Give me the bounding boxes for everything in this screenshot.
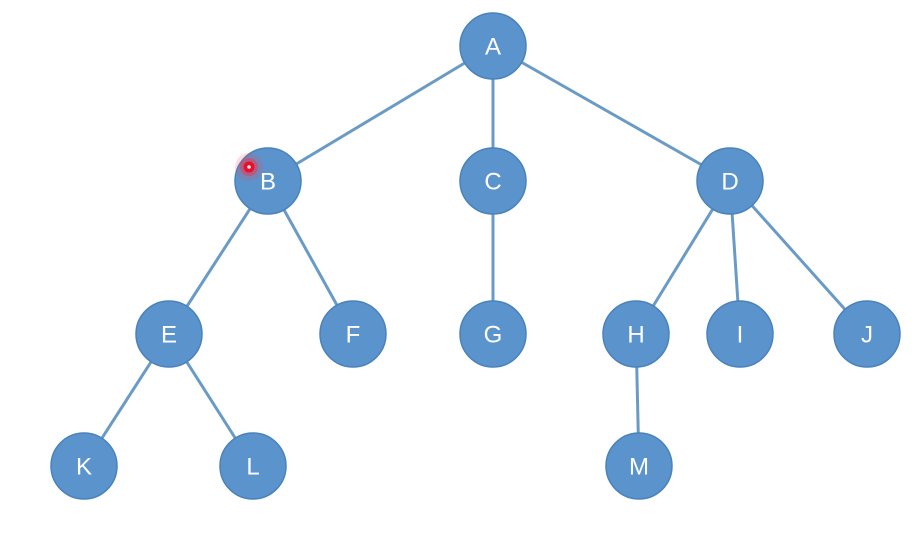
- edge-a-b: [266, 44, 495, 183]
- node-circle: [602, 300, 670, 368]
- node-circle: [459, 12, 527, 80]
- node-l: L: [219, 432, 287, 500]
- node-label: L: [246, 454, 259, 481]
- node-circle: [459, 300, 527, 368]
- node-label: H: [627, 322, 644, 349]
- edge-a-d: [491, 44, 732, 183]
- nodes-layer: A B C D E F G H I J K L M: [50, 12, 901, 500]
- node-label: I: [737, 322, 744, 349]
- node-j: J: [833, 300, 901, 368]
- node-i: I: [706, 300, 774, 368]
- node-f: F: [319, 300, 387, 368]
- node-m: M: [605, 432, 673, 500]
- node-circle: [833, 300, 901, 368]
- edge-d-j: [728, 179, 869, 336]
- node-label: A: [485, 34, 501, 61]
- node-label: K: [76, 454, 92, 481]
- cursor-pointer-icon: [235, 153, 263, 181]
- node-label: M: [629, 454, 649, 481]
- node-circle: [459, 147, 527, 215]
- node-circle: [319, 300, 387, 368]
- node-g: G: [459, 300, 527, 368]
- node-d: D: [696, 147, 764, 215]
- node-circle: [219, 432, 287, 500]
- node-label: C: [484, 169, 501, 196]
- edges-layer: [82, 44, 869, 468]
- node-circle: [706, 300, 774, 368]
- node-label: J: [861, 322, 873, 349]
- node-h: H: [602, 300, 670, 368]
- node-circle: [135, 300, 203, 368]
- node-label: F: [346, 322, 361, 349]
- node-circle: [50, 432, 118, 500]
- node-label: D: [721, 169, 738, 196]
- node-circle: [605, 432, 673, 500]
- node-label: B: [260, 169, 276, 196]
- node-k: K: [50, 432, 118, 500]
- node-label: G: [484, 322, 503, 349]
- node-a: A: [459, 12, 527, 80]
- node-e: E: [135, 300, 203, 368]
- node-circle: [696, 147, 764, 215]
- node-c: C: [459, 147, 527, 215]
- node-label: E: [161, 322, 177, 349]
